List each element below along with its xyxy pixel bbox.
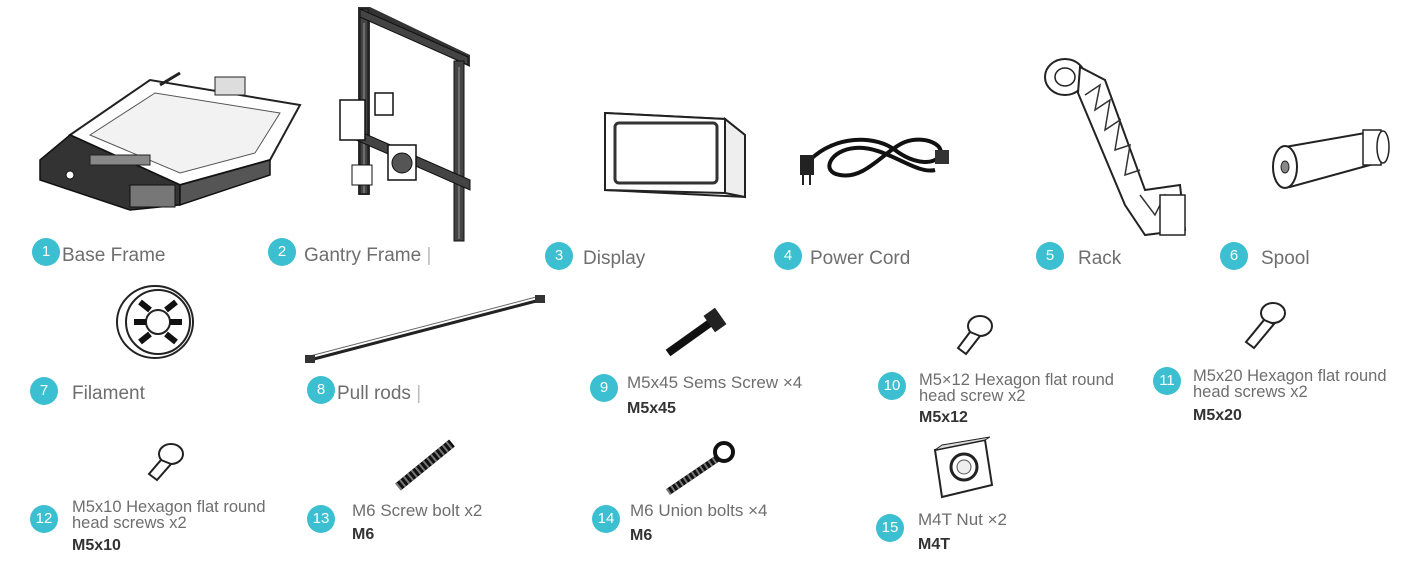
- m5x12-screw-illustration: [956, 315, 993, 356]
- part-number-badge: 5: [1036, 242, 1064, 270]
- part-number-badge: 9: [590, 374, 618, 402]
- gantry-frame-illustration: [339, 7, 471, 242]
- part-number-badge: 8: [307, 376, 335, 404]
- part-label: M6 Screw bolt x2: [352, 501, 483, 520]
- part-label: M6 Union bolts ×4: [630, 501, 768, 520]
- part-label: M5x45 Sems Screw ×4: [627, 373, 803, 392]
- part-number-badge: 2: [268, 238, 296, 266]
- part-code: M5x10: [72, 537, 121, 554]
- part-label: Rack: [1078, 248, 1122, 269]
- part-code: M6: [630, 527, 653, 544]
- part-label: M5x20 Hexagon flat round head screws x2: [1193, 367, 1387, 401]
- power-cord-illustration: [800, 137, 949, 185]
- part-label: Pull rods |: [337, 384, 421, 403]
- part-label-text: Gantry Frame: [304, 245, 422, 266]
- spool-illustration: [1272, 129, 1390, 189]
- part-label-text: Pull rods: [337, 383, 411, 404]
- part-label: Display: [583, 248, 646, 269]
- part-label: Power Cord: [810, 248, 911, 269]
- m4t-nut-illustration: [933, 436, 994, 499]
- part-code: M4T: [918, 536, 950, 553]
- part-label: Spool: [1261, 248, 1310, 269]
- pull-rods-illustration: [305, 295, 545, 363]
- m5x20-screw-illustration: [1244, 302, 1286, 350]
- union-bolt-illustration: [666, 441, 735, 495]
- filament-illustration: [116, 285, 194, 359]
- part-number-badge: 14: [592, 505, 620, 533]
- m5x10-screw-illustration: [147, 443, 184, 482]
- part-number-badge: 12: [30, 505, 58, 533]
- part-code: M5x12: [919, 409, 968, 426]
- part-number-badge: 1: [32, 238, 60, 266]
- part-label: Filament: [72, 383, 145, 404]
- part-label: Gantry Frame |: [304, 246, 431, 265]
- rack-illustration: [1044, 58, 1187, 237]
- part-number-badge: 3: [545, 242, 573, 270]
- part-code: M5x45: [627, 400, 676, 417]
- m6-screw-bolt-illustration: [395, 439, 455, 491]
- part-number-badge: 11: [1153, 367, 1181, 395]
- base-frame-illustration: [39, 71, 302, 211]
- part-code: M6: [352, 526, 375, 543]
- part-number-badge: 13: [307, 505, 335, 533]
- part-code: M5x20: [1193, 407, 1242, 424]
- cursor-bar: |: [416, 383, 422, 404]
- part-number-badge: 4: [774, 242, 802, 270]
- display-illustration: [604, 111, 746, 199]
- part-label: M5x10 Hexagon flat round head screws x2: [72, 498, 266, 532]
- part-number-badge: 10: [878, 372, 906, 400]
- part-number-badge: 15: [876, 514, 904, 542]
- part-label: M4T Nut ×2: [918, 510, 1007, 529]
- cursor-bar: |: [426, 245, 432, 266]
- sems-screw-illustration: [665, 307, 727, 357]
- part-label: M5×12 Hexagon flat round head screw x2: [919, 371, 1114, 405]
- part-number-badge: 7: [30, 377, 58, 405]
- part-number-badge: 6: [1220, 242, 1248, 270]
- part-label: Base Frame: [62, 245, 166, 266]
